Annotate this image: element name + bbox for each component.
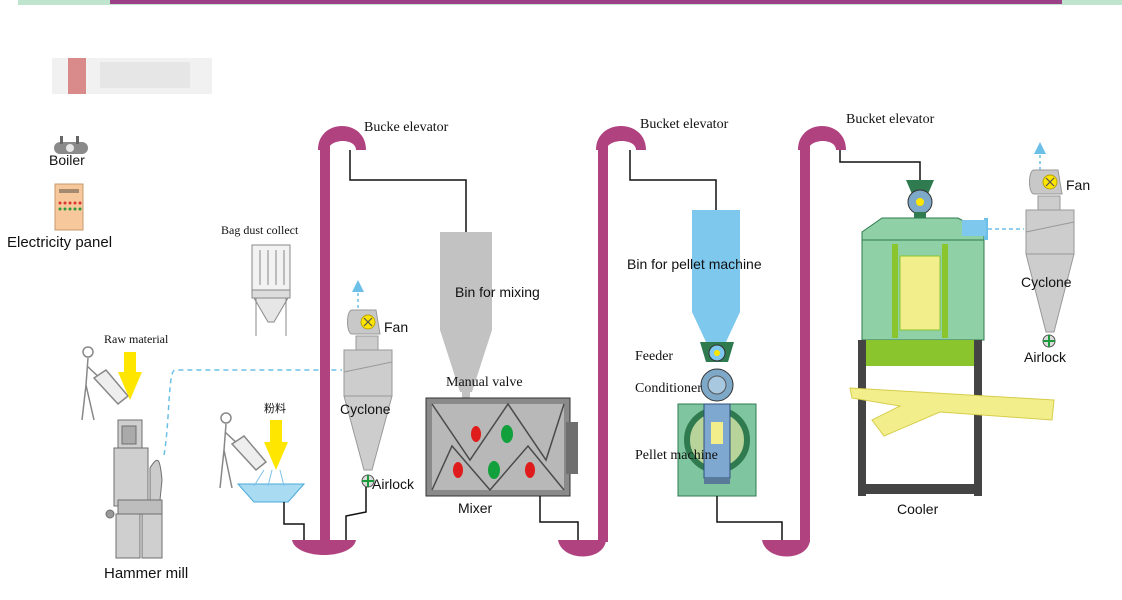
top-banner-bar xyxy=(18,0,1122,5)
feeder-icon xyxy=(700,342,734,362)
pellet-machine-label: Pellet machine xyxy=(635,448,718,463)
airlock-2-label: Airlock xyxy=(1024,349,1067,365)
cyclone-2-label: Cyclone xyxy=(1021,274,1072,290)
raw-material-arrow-icon xyxy=(118,352,142,400)
bag-dust-collector-label: Bag dust collect xyxy=(221,223,299,237)
airlock-1-label: Airlock xyxy=(372,476,415,492)
airlock-to-elevator-line xyxy=(345,487,367,540)
bin-for-mixing-icon xyxy=(440,232,492,402)
mixer-to-elevator-line xyxy=(539,496,579,540)
pellet-to-elevator-line xyxy=(716,496,783,540)
powder-label: 粉料 xyxy=(264,401,286,415)
hammer-mill-icon xyxy=(105,419,163,559)
elevator-2-to-bin-line xyxy=(629,150,717,210)
elevator-2-label: Bucket elevator xyxy=(640,117,729,132)
mixer-icon xyxy=(425,397,578,497)
dust-air-line-1 xyxy=(163,369,342,456)
elevator-3-label: Bucket elevator xyxy=(846,112,935,127)
elevator-3-to-cooler-line xyxy=(839,150,921,180)
fan-2-label: Fan xyxy=(1066,177,1090,193)
elevator-1-to-bin-line xyxy=(349,150,467,232)
electricity-panel-icon xyxy=(54,183,84,231)
boiler-label: Boiler xyxy=(49,152,85,168)
boiler-icon xyxy=(54,136,88,154)
powder-arrow-icon xyxy=(264,420,288,470)
bin-for-pellet-machine-label: Bin for pellet machine xyxy=(627,256,762,272)
raw-material-label: Raw material xyxy=(104,332,169,346)
cyclone-1-label: Cyclone xyxy=(340,401,391,417)
hammer-mill-label: Hammer mill xyxy=(104,565,188,582)
pellet-machine-icon xyxy=(677,403,757,497)
fan-2-icon xyxy=(1029,169,1063,195)
bin-for-pellet-machine-icon xyxy=(692,210,740,342)
manual-valve-label: Manual valve xyxy=(446,375,523,390)
conditioner-label: Conditioner xyxy=(635,381,702,396)
intake-pit-icon xyxy=(236,469,306,503)
bin-for-mixing-label: Bin for mixing xyxy=(455,284,540,300)
worker-figure-2 xyxy=(219,412,268,489)
cyclone-2-icon xyxy=(1025,195,1075,333)
bucket-elevator-2 xyxy=(558,126,646,557)
cooler-label: Cooler xyxy=(897,501,939,517)
cooler-icon xyxy=(849,180,1055,496)
worker-figure-1 xyxy=(81,346,130,421)
bag-dust-collector-icon xyxy=(251,244,291,336)
elevator-1-label: Bucke elevator xyxy=(364,120,449,135)
bucket-elevator-1 xyxy=(292,126,366,555)
airlock-1-icon xyxy=(361,474,375,488)
airlock-2-icon xyxy=(1042,334,1056,348)
fan-1-icon xyxy=(347,309,381,335)
company-logo xyxy=(52,58,212,94)
fan-1-label: Fan xyxy=(384,319,408,335)
cyclone-1-icon xyxy=(343,335,393,471)
feeder-label: Feeder xyxy=(635,349,673,364)
intake-to-elevator-line xyxy=(283,502,305,540)
conditioner-icon xyxy=(700,368,734,402)
electricity-panel-label: Electricity panel xyxy=(7,234,112,251)
bucket-elevator-3 xyxy=(762,126,846,557)
mixer-label: Mixer xyxy=(458,500,493,516)
cooler-airlock-icon xyxy=(906,180,934,220)
